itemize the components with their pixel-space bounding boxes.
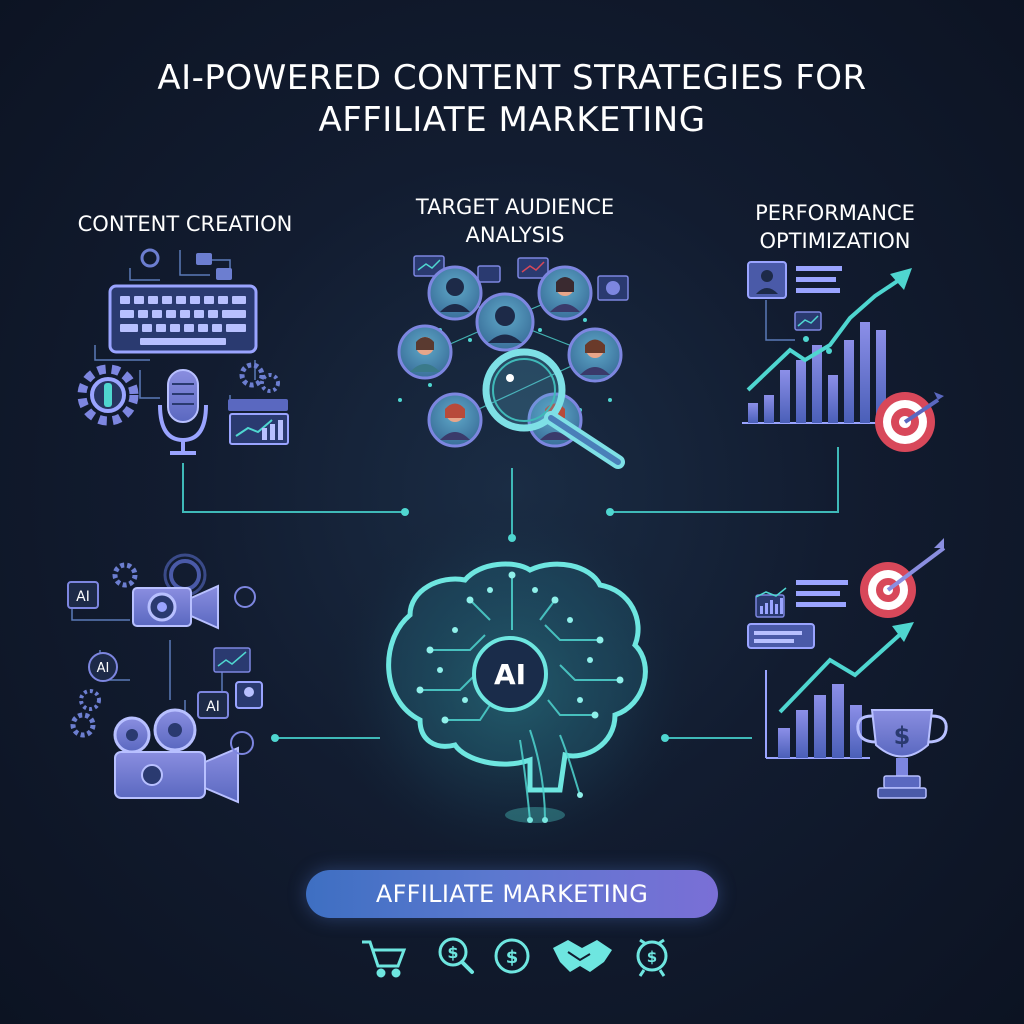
content-creation-illustration: [77, 248, 289, 455]
film-camera-icon: [113, 708, 239, 804]
target-audience-label-line-1: TARGET AUDIENCE: [415, 195, 615, 219]
svg-text:$: $: [506, 947, 519, 968]
performance-bars: [748, 322, 886, 423]
svg-text:$: $: [647, 948, 657, 966]
trend-arrow-icon: [890, 268, 912, 290]
small-gear-icon: [260, 373, 280, 393]
video-production-illustration: AI AI AI: [67, 553, 263, 804]
results-illustration: $: [747, 538, 948, 799]
gear-icon: [77, 364, 139, 426]
profile-card-icon: [747, 261, 842, 299]
trophy-icon: $: [856, 709, 948, 799]
results-bars: [778, 684, 862, 758]
avatar: [537, 265, 593, 321]
target-audience-illustration: [397, 255, 629, 469]
affiliate-marketing-pill: AFFILIATE MARKETING: [306, 870, 718, 918]
performance-label-line-2: OPTIMIZATION: [759, 229, 911, 253]
svg-text:$: $: [894, 722, 911, 750]
microphone-icon: [158, 369, 208, 455]
brain-ai-label: AI: [494, 658, 526, 691]
settings-dial-icon: [234, 586, 256, 608]
target-audience-label-line-2: ANALYSIS: [465, 223, 565, 247]
avatar: [397, 324, 453, 380]
trend-arrow-icon: [892, 622, 914, 642]
connector-performance: [610, 447, 839, 513]
affiliate-marketing-label: AFFILIATE MARKETING: [375, 880, 649, 908]
bottom-icon-row: $ $ $: [362, 937, 668, 978]
target-icon: [860, 538, 946, 618]
video-camera-icon: [132, 584, 219, 630]
avatar: [427, 265, 483, 321]
ai-badge-text: AI: [97, 661, 110, 676]
small-gear-icon: [112, 562, 138, 588]
ai-badge: AI: [197, 691, 229, 719]
avatar: [567, 327, 623, 383]
ai-brain-icon: AI: [386, 561, 648, 823]
chart-panel-icon: [228, 399, 289, 445]
connector-dots: [271, 508, 669, 742]
performance-illustration: [742, 261, 944, 452]
performance-label-line-1: PERFORMANCE: [755, 201, 915, 225]
connector-content-creation: [182, 463, 405, 513]
keyboard-icon: [108, 284, 258, 354]
money-alarm-icon: $: [636, 938, 668, 977]
target-icon: [875, 392, 944, 452]
shopping-cart-icon: [362, 940, 407, 978]
ai-badge: AI: [88, 652, 118, 682]
small-gear-icon: [239, 362, 265, 388]
dollar-search-icon: $: [438, 937, 474, 974]
magnifying-glass-icon: [482, 348, 625, 469]
dollar-coin-icon: $: [494, 938, 530, 974]
avatar: [475, 292, 535, 352]
trend-line: [746, 274, 907, 392]
content-creation-label: CONTENT CREATION: [77, 212, 293, 236]
info-card-icon: [747, 623, 815, 649]
ai-badge: AI: [67, 581, 99, 609]
page-title-line-2: AFFILIATE MARKETING: [318, 100, 706, 140]
avatar-group: [397, 265, 623, 448]
small-gear-icon: [140, 248, 160, 268]
settings-dial-icon: [230, 731, 254, 755]
connector-lines: [182, 447, 839, 739]
small-gear-icon: [79, 689, 101, 711]
page-title-line-1: AI-POWERED CONTENT STRATEGIES FOR: [157, 58, 867, 98]
svg-text:$: $: [447, 943, 458, 962]
avatar: [427, 392, 483, 448]
handshake-icon: [553, 940, 612, 972]
ai-badge-text: AI: [76, 589, 90, 605]
small-gear-icon: [70, 712, 96, 738]
ai-badge-text: AI: [206, 699, 220, 715]
trend-line: [778, 628, 907, 714]
